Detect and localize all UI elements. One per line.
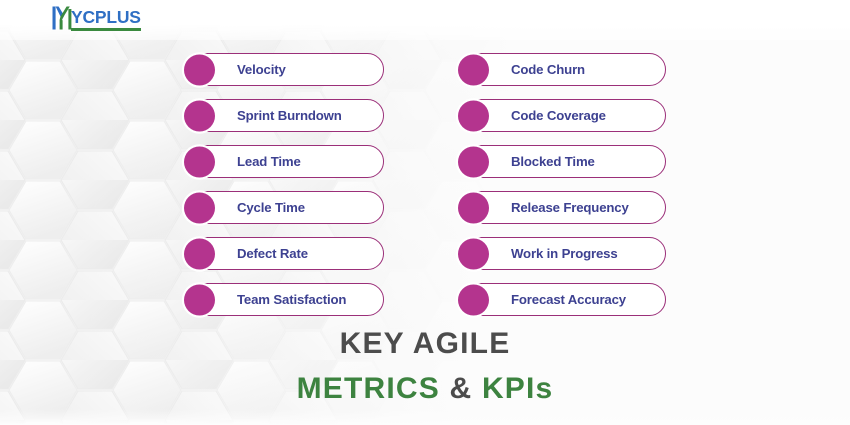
metric-pill-forecast-accuracy[interactable]: Forecast Accuracy bbox=[458, 283, 666, 316]
metric-label: Lead Time bbox=[237, 153, 301, 169]
metric-label: Release Frequency bbox=[511, 199, 629, 215]
logo-wordmark: YCPLUS bbox=[71, 8, 141, 31]
metric-label: Cycle Time bbox=[237, 199, 305, 215]
bullet-dot-icon bbox=[184, 238, 215, 269]
metric-pill-velocity[interactable]: Velocity bbox=[184, 53, 384, 86]
title-kpis-word: KPIs bbox=[481, 372, 554, 405]
infographic-title: KEY AGILE METRICS & KPIs bbox=[0, 326, 850, 407]
title-ampersand: & bbox=[449, 372, 473, 405]
metric-pill-sprint-burndown[interactable]: Sprint Burndown bbox=[184, 99, 384, 132]
metric-label: Defect Rate bbox=[237, 245, 308, 261]
metric-label: Code Coverage bbox=[511, 107, 606, 123]
metric-pill-release-frequency[interactable]: Release Frequency bbox=[458, 191, 666, 224]
bullet-dot-icon bbox=[184, 284, 215, 315]
mycplus-logo[interactable]: YCPLUS bbox=[52, 6, 141, 32]
title-line-1: KEY AGILE bbox=[339, 327, 511, 360]
metrics-column-right: Code Churn Code Coverage Blocked Time Re… bbox=[458, 53, 666, 329]
metric-label: Blocked Time bbox=[511, 153, 595, 169]
title-metrics-word: METRICS bbox=[296, 372, 440, 405]
metric-label: Forecast Accuracy bbox=[511, 291, 626, 307]
metric-pill-blocked-time[interactable]: Blocked Time bbox=[458, 145, 666, 178]
logo-word-text: YCPLUS bbox=[71, 7, 141, 27]
bullet-dot-icon bbox=[458, 284, 489, 315]
metric-pill-code-churn[interactable]: Code Churn bbox=[458, 53, 666, 86]
title-line-2: METRICS & KPIs bbox=[0, 371, 850, 407]
bullet-dot-icon bbox=[458, 146, 489, 177]
bullet-dot-icon bbox=[458, 192, 489, 223]
metric-pill-work-in-progress[interactable]: Work in Progress bbox=[458, 237, 666, 270]
metric-label: Velocity bbox=[237, 61, 286, 77]
logo-underline bbox=[71, 28, 141, 31]
metric-pill-defect-rate[interactable]: Defect Rate bbox=[184, 237, 384, 270]
bullet-dot-icon bbox=[458, 54, 489, 85]
metric-label: Team Satisfaction bbox=[237, 291, 347, 307]
bullet-dot-icon bbox=[458, 100, 489, 131]
bullet-dot-icon bbox=[184, 146, 215, 177]
metric-pill-code-coverage[interactable]: Code Coverage bbox=[458, 99, 666, 132]
mycplus-m-mark-icon bbox=[52, 6, 72, 30]
bullet-dot-icon bbox=[184, 192, 215, 223]
bullet-dot-icon bbox=[458, 238, 489, 269]
footer-background-wash bbox=[0, 409, 850, 425]
bullet-dot-icon bbox=[184, 100, 215, 131]
metric-label: Code Churn bbox=[511, 61, 585, 77]
metric-label: Sprint Burndown bbox=[237, 107, 342, 123]
metric-pill-lead-time[interactable]: Lead Time bbox=[184, 145, 384, 178]
metric-label: Work in Progress bbox=[511, 245, 618, 261]
metrics-column-left: Velocity Sprint Burndown Lead Time Cycle… bbox=[184, 53, 384, 329]
bullet-dot-icon bbox=[184, 54, 215, 85]
metric-pill-team-satisfaction[interactable]: Team Satisfaction bbox=[184, 283, 384, 316]
metric-pill-cycle-time[interactable]: Cycle Time bbox=[184, 191, 384, 224]
